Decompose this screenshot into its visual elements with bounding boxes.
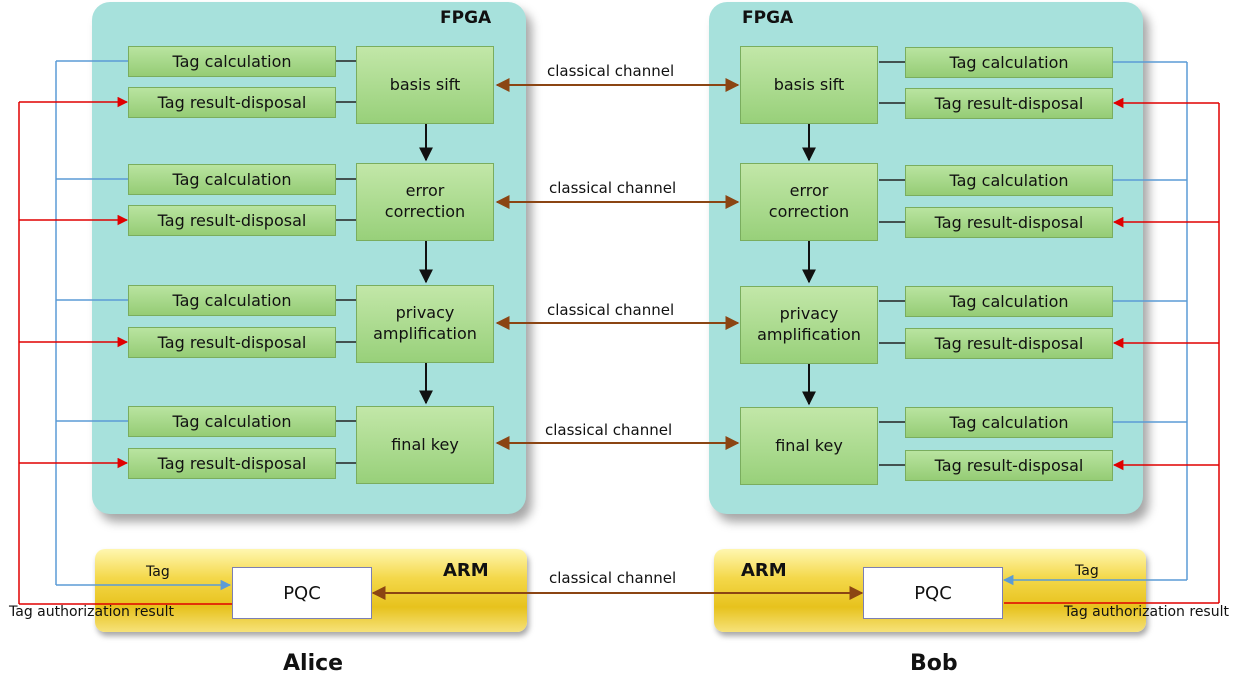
- bob-tag-result-disposal-4: Tag result-disposal: [905, 450, 1113, 481]
- bob-stage-basis-sift: basis sift: [740, 46, 878, 124]
- channel-label-4: classical channel: [545, 421, 673, 439]
- bob-label: Bob: [910, 651, 958, 676]
- bob-tag-calculation-3: Tag calculation: [905, 286, 1113, 317]
- bob-tag-result-disposal-3: Tag result-disposal: [905, 328, 1113, 359]
- bob-stage-final-key: final key: [740, 407, 878, 485]
- alice-tag-calculation-2: Tag calculation: [128, 164, 336, 195]
- bob-tag-label: Tag: [1075, 563, 1099, 579]
- alice-arm-title: ARM: [443, 560, 489, 581]
- alice-fpga-title: FPGA: [440, 8, 492, 28]
- alice-pqc-box: PQC: [232, 567, 372, 619]
- channel-label-1: classical channel: [547, 62, 675, 80]
- alice-tag-result-disposal-4: Tag result-disposal: [128, 448, 336, 479]
- alice-stage-final-key: final key: [356, 406, 494, 484]
- alice-tag-auth-label: Tag authorization result: [9, 604, 174, 620]
- alice-tag-calculation-1: Tag calculation: [128, 46, 336, 77]
- channel-label-3: classical channel: [547, 301, 675, 319]
- alice-tag-calculation-4: Tag calculation: [128, 406, 336, 437]
- alice-stage-error-correction: error correction: [356, 163, 494, 241]
- alice-stage-privacy-amplification: privacy amplification: [356, 285, 494, 363]
- bob-tag-calculation-2: Tag calculation: [905, 165, 1113, 196]
- channel-label-pqc: classical channel: [549, 569, 677, 587]
- alice-tag-result-disposal-2: Tag result-disposal: [128, 205, 336, 236]
- alice-stage-basis-sift: basis sift: [356, 46, 494, 124]
- bob-tag-result-disposal-1: Tag result-disposal: [905, 88, 1113, 119]
- alice-tag-result-disposal-3: Tag result-disposal: [128, 327, 336, 358]
- bob-tag-auth-label: Tag authorization result: [1064, 604, 1229, 620]
- alice-label: Alice: [283, 651, 344, 676]
- alice-tag-calculation-3: Tag calculation: [128, 285, 336, 316]
- bob-stage-error-correction: error correction: [740, 163, 878, 241]
- bob-fpga-title: FPGA: [742, 8, 794, 28]
- channel-label-2: classical channel: [549, 179, 677, 197]
- bob-pqc-box: PQC: [863, 567, 1003, 619]
- alice-tag-label: Tag: [146, 564, 170, 580]
- bob-stage-privacy-amplification: privacy amplification: [740, 286, 878, 364]
- bob-tag-result-disposal-2: Tag result-disposal: [905, 207, 1113, 238]
- bob-tag-calculation-4: Tag calculation: [905, 407, 1113, 438]
- bob-arm-title: ARM: [741, 560, 787, 581]
- bob-tag-calculation-1: Tag calculation: [905, 47, 1113, 78]
- alice-tag-result-disposal-1: Tag result-disposal: [128, 87, 336, 118]
